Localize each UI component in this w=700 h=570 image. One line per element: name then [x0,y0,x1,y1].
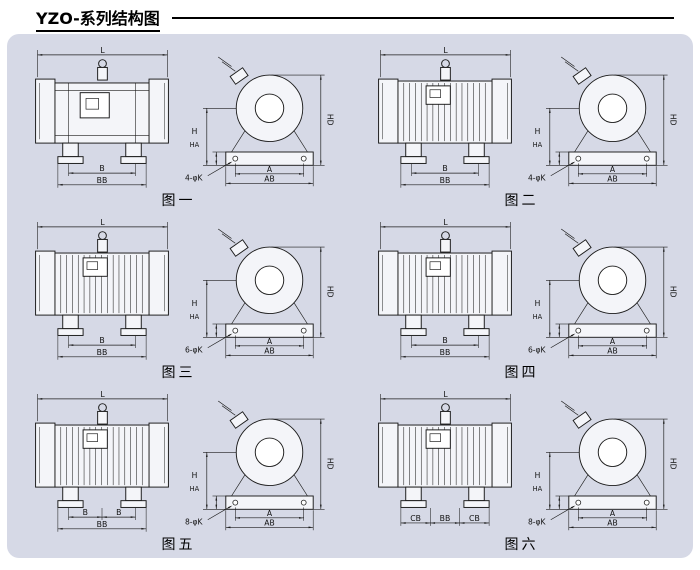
svg-text:B: B [99,336,104,345]
svg-text:BB: BB [96,175,107,184]
svg-text:HD: HD [325,113,334,125]
motor-front-view: HD H HA 6-φK AAB [184,228,334,358]
svg-text:H: H [534,126,540,135]
svg-text:H: H [191,470,197,479]
svg-text:B: B [442,164,447,173]
svg-text:8-φK: 8-φK [527,517,546,526]
svg-text:L: L [443,389,448,398]
svg-text:AB: AB [607,174,617,183]
svg-text:CB: CB [410,514,421,523]
figure-caption: 图三 [161,364,196,381]
figure-caption: 图一 [161,192,196,209]
svg-text:4-φK: 4-φK [184,173,203,182]
svg-text:HD: HD [325,285,334,297]
svg-text:B: B [442,336,447,345]
svg-text:HA: HA [532,313,542,321]
svg-text:HA: HA [532,141,542,149]
svg-text:B: B [99,164,104,173]
svg-text:H: H [534,470,540,479]
figure-caption: 图四 [504,364,539,381]
svg-text:H: H [534,298,540,307]
svg-text:A: A [609,336,615,345]
svg-text:AB: AB [264,174,274,183]
svg-text:B: B [116,508,121,517]
svg-text:BB: BB [96,347,107,356]
motor-front-view: HD H HA 6-φK AAB [527,228,677,358]
svg-text:AB: AB [264,518,274,527]
svg-text:HA: HA [189,313,199,321]
motor-front-view: HD H HA 8-φK AAB [527,400,677,530]
svg-text:AB: AB [607,346,617,355]
motor-side-view: L CB BB CB [377,389,512,526]
svg-text:L: L [443,45,448,54]
svg-text:HD: HD [668,113,677,125]
svg-text:BB: BB [439,514,450,523]
svg-text:HD: HD [668,457,677,469]
svg-text:4-φK: 4-φK [527,173,546,182]
svg-text:AB: AB [264,346,274,355]
page-title: YZO-系列结构图 [36,5,160,32]
svg-text:L: L [100,45,105,54]
svg-text:L: L [100,217,105,226]
svg-text:L: L [100,389,105,398]
title-rule [171,17,674,19]
motor-front-view: HD H HA 4-φK AAB [527,56,677,186]
svg-text:HA: HA [532,485,542,493]
figure-caption: 图五 [161,536,196,553]
motor-front-view: HD H HA 4-φK AAB [184,56,334,186]
svg-text:BB: BB [96,519,107,528]
svg-text:BB: BB [439,175,450,184]
svg-text:A: A [609,164,615,173]
svg-text:H: H [191,126,197,135]
svg-text:A: A [609,508,615,517]
svg-text:L: L [443,217,448,226]
figure-caption: 图六 [504,536,539,553]
svg-text:HD: HD [668,285,677,297]
svg-text:B: B [82,508,87,517]
svg-text:HA: HA [189,485,199,493]
svg-text:A: A [266,164,272,173]
svg-text:8-φK: 8-φK [184,517,203,526]
svg-text:A: A [266,336,272,345]
svg-text:6-φK: 6-φK [184,345,203,354]
svg-text:A: A [266,508,272,517]
figure-caption: 图二 [504,192,539,209]
svg-text:CB: CB [469,514,480,523]
svg-text:BB: BB [439,347,450,356]
svg-text:6-φK: 6-φK [527,345,546,354]
svg-text:HD: HD [325,457,334,469]
svg-text:AB: AB [607,518,617,527]
motor-front-view: HD H HA 8-φK AAB [184,400,334,530]
page-header: YZO-系列结构图 [0,0,700,32]
svg-text:H: H [191,298,197,307]
svg-text:HA: HA [189,141,199,149]
